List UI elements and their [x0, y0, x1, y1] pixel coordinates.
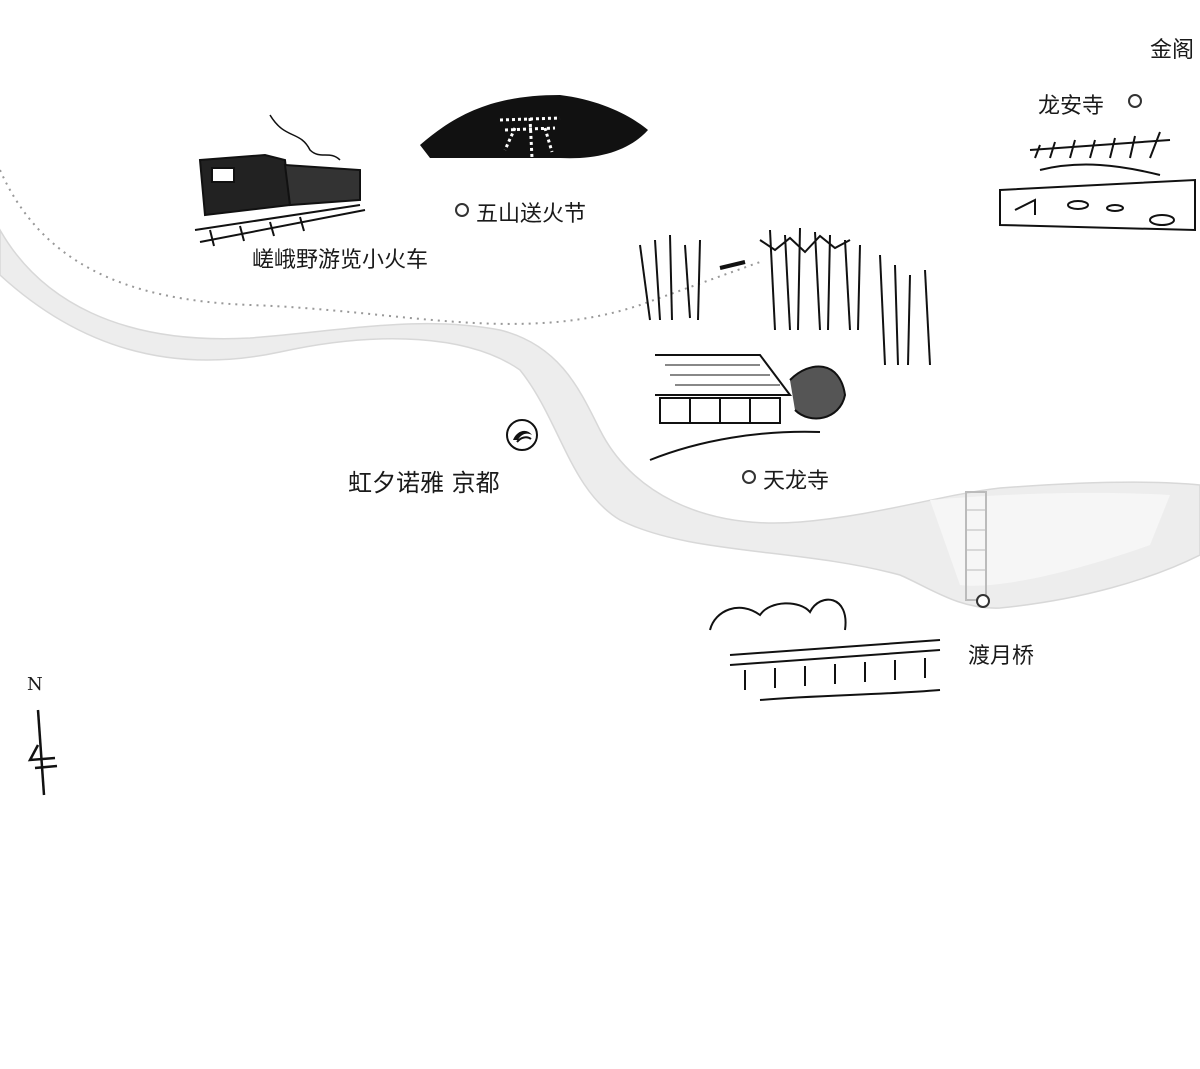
tenryuji-marker[interactable] — [742, 470, 756, 484]
rail-route-path — [0, 169, 761, 325]
ryoanji-label: 龙安寺 — [1038, 94, 1105, 119]
hotel-label: 虹夕诺雅 京都 — [348, 469, 500, 497]
tenryuji-label: 天龙寺 — [763, 469, 830, 494]
ryoanji-marker[interactable] — [1128, 94, 1142, 108]
bamboo-grove-illustration — [639, 227, 931, 366]
hotel-marker-icon[interactable] — [505, 418, 539, 452]
kinkaku-label: 金阁 — [1150, 38, 1195, 63]
river-highlight — [930, 492, 1170, 586]
togetsukyo-illustration — [709, 598, 941, 701]
train-label: 嵯峨野游览小火车 — [252, 248, 429, 273]
togetsukyo-label: 渡月桥 — [968, 644, 1035, 669]
river — [0, 228, 1200, 609]
gozan-mountain-illustration — [420, 95, 648, 159]
ryoanji-illustration — [999, 131, 1196, 232]
tenryuji-illustration — [649, 354, 847, 461]
gozan-label: 五山送火节 — [476, 202, 587, 227]
togetsukyo-marker[interactable] — [976, 594, 990, 608]
north-label: N — [27, 674, 43, 695]
gozan-marker[interactable] — [455, 203, 469, 217]
north-arrow — [27, 709, 58, 796]
train-illustration — [194, 114, 366, 247]
